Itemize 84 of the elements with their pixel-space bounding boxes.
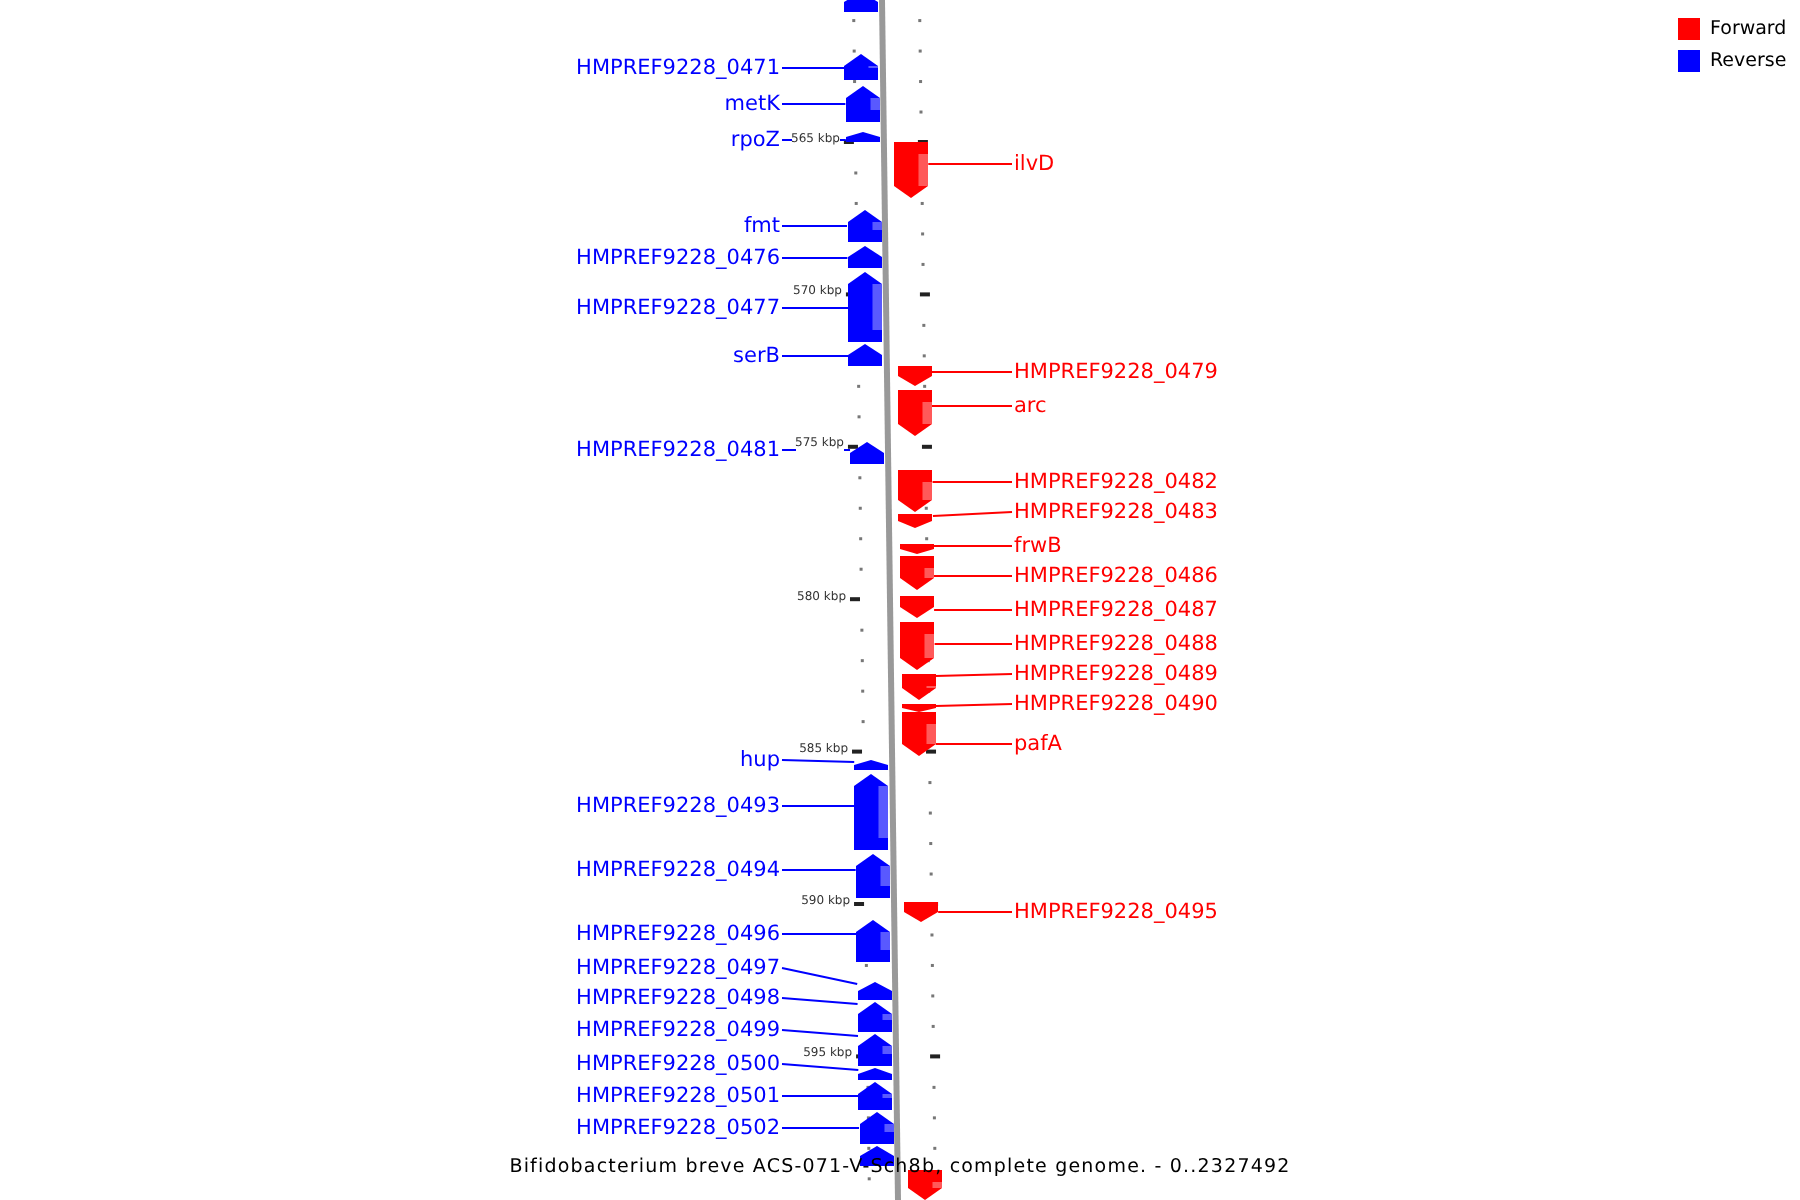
gene-label: HMPREF9228_0481 xyxy=(576,436,780,464)
gene-label: rpoZ xyxy=(730,126,780,154)
forward-gene-block xyxy=(901,712,936,756)
gene-label: HMPREF9228_0482 xyxy=(1014,468,1218,496)
gene-label: HMPREF9228_0490 xyxy=(1014,690,1218,718)
reverse-gene-block xyxy=(854,774,889,850)
leader-line xyxy=(781,1095,860,1097)
gene-label: HMPREF9228_0487 xyxy=(1014,596,1218,624)
leader-line xyxy=(930,371,1013,373)
leader-line xyxy=(781,67,846,69)
reverse-gene-block xyxy=(859,1112,894,1144)
leader-line xyxy=(781,869,857,871)
caption: Bifidobacterium breve ACS-071-V-Sch8b, complete genome. - 0..2327492 xyxy=(507,1156,1293,1178)
forward-gene-block xyxy=(897,390,932,436)
reverse-gene-block xyxy=(855,854,890,898)
gene-label: fmt xyxy=(743,212,780,240)
leader-line xyxy=(781,355,850,357)
gene-label: serB xyxy=(733,342,780,370)
leader-line xyxy=(934,673,1013,677)
leader-line xyxy=(927,163,1013,165)
leader-line xyxy=(781,1063,860,1071)
forward-gene-block xyxy=(894,142,929,198)
leader-line xyxy=(781,997,859,1005)
gene-label: HMPREF9228_0479 xyxy=(1014,358,1218,386)
gene-label: HMPREF9228_0488 xyxy=(1014,630,1218,658)
forward-gene-block xyxy=(897,366,931,386)
gene-label: HMPREF9228_0502 xyxy=(576,1114,780,1142)
gene-label: HMPREF9228_0495 xyxy=(1014,898,1218,926)
gene-label: HMPREF9228_0497 xyxy=(576,954,780,982)
gene-label: metK xyxy=(724,90,780,118)
gene-label: ilvD xyxy=(1014,150,1055,178)
leader-line xyxy=(934,743,1013,745)
gene-label: arc xyxy=(1014,392,1047,420)
gene-label: HMPREF9228_0477 xyxy=(576,294,780,322)
forward-gene-block xyxy=(901,674,936,700)
gene-label: HMPREF9228_0500 xyxy=(576,1050,780,1078)
leader-line xyxy=(781,225,848,227)
leader-line xyxy=(933,643,1013,645)
leader-line xyxy=(934,703,1013,707)
leader-line xyxy=(781,1029,859,1037)
leader-line xyxy=(933,609,1013,611)
leader-line xyxy=(781,967,859,985)
leader-line xyxy=(931,511,1013,517)
leader-line xyxy=(932,575,1013,577)
legend-label: Reverse xyxy=(1710,48,1787,74)
reverse-gene-block xyxy=(857,982,892,1000)
leader-line xyxy=(781,805,856,807)
gene-label: HMPREF9228_0471 xyxy=(576,54,780,82)
reverse-gene-block xyxy=(847,246,882,268)
gene-label: HMPREF9228_0476 xyxy=(576,244,780,272)
legend-label: Forward xyxy=(1710,16,1787,42)
gene-label: HMPREF9228_0494 xyxy=(576,856,780,884)
forward-gene-block xyxy=(900,596,935,618)
gene-label: HMPREF9228_0493 xyxy=(576,792,780,820)
gene-label: hup xyxy=(740,746,780,774)
gene-label: frwB xyxy=(1014,532,1062,560)
gene-label: HMPREF9228_0498 xyxy=(576,984,780,1012)
forward-gene-block xyxy=(900,622,935,670)
leader-line xyxy=(781,759,856,763)
leader-line xyxy=(781,257,849,259)
leader-line xyxy=(781,1127,861,1129)
leader-line xyxy=(781,933,858,935)
gene-label: HMPREF9228_0489 xyxy=(1014,660,1218,688)
gene-label: HMPREF9228_0483 xyxy=(1014,498,1218,526)
leader-line xyxy=(781,307,850,309)
gene-label: pafA xyxy=(1014,730,1062,758)
reverse-gene-block xyxy=(850,442,885,464)
leader-line xyxy=(931,481,1013,483)
reverse-gene-block xyxy=(844,54,879,80)
reverse-gene-block xyxy=(845,86,880,122)
reverse-gene-block xyxy=(856,920,891,962)
leader-line xyxy=(932,545,1013,547)
gene-label: HMPREF9228_0486 xyxy=(1014,562,1218,590)
leader-line xyxy=(930,405,1013,407)
gene-label: HMPREF9228_0499 xyxy=(576,1016,780,1044)
reverse-gene-block xyxy=(854,760,889,770)
forward-gene-block xyxy=(904,902,939,922)
gene-label: HMPREF9228_0496 xyxy=(576,920,780,948)
reverse-gene-block xyxy=(845,132,880,142)
leader-line xyxy=(781,103,847,105)
reverse-gene-block xyxy=(847,210,881,242)
gene-label: HMPREF9228_0501 xyxy=(576,1082,780,1110)
leader-line xyxy=(937,911,1013,913)
reverse-gene-block xyxy=(857,1002,892,1032)
